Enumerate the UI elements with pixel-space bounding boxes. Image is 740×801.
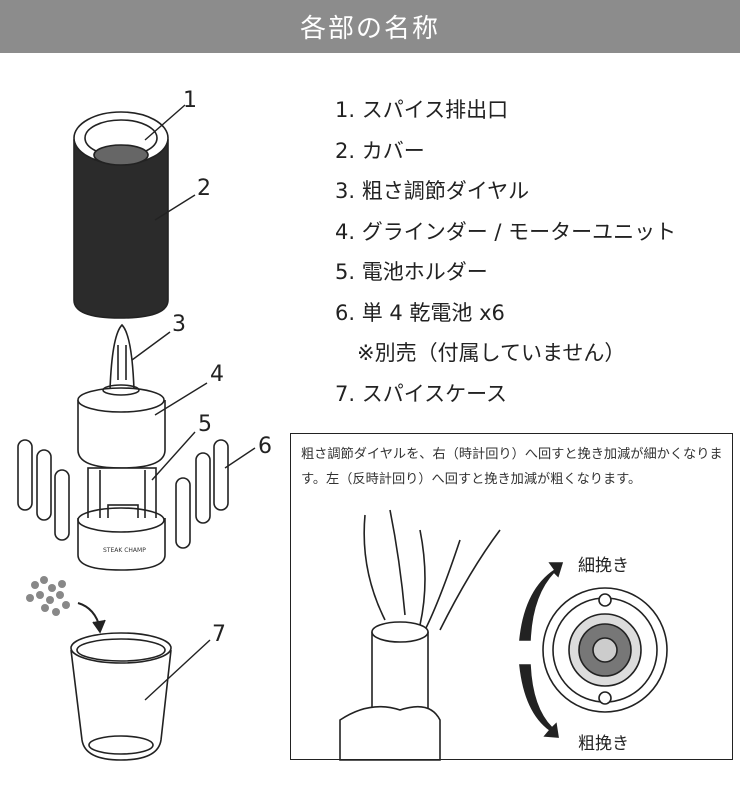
callout-4: 4: [210, 362, 224, 387]
batteries-illustration: [17, 439, 229, 549]
parts-list: 1. スパイス排出口 2. カバー 3. 粗さ調節ダイヤル 4. グラインダー …: [335, 94, 676, 418]
part-item: 1. スパイス排出口: [335, 98, 509, 122]
part-item: 2. カバー: [335, 138, 425, 163]
hand-turning-illustration: [339, 509, 501, 761]
callout-3: 3: [172, 312, 186, 337]
coarse-grind-label: 粗挽き: [578, 734, 629, 754]
fine-arrow-icon: [519, 562, 564, 641]
instruction-box: 粗さ調節ダイヤルを、右（時計回り）へ回すと挽き加減が細かくなります。左（反時計回…: [290, 433, 733, 760]
cover-illustration: [73, 111, 169, 319]
fine-grind-label: 細挽き: [578, 556, 629, 576]
page-title: 各部の名称: [299, 14, 440, 44]
dial-illustration: [109, 323, 135, 391]
header-bar: 各部の名称: [0, 0, 740, 53]
grinder-top-view-illustration: [542, 587, 668, 713]
spice-grains-illustration: [26, 576, 70, 616]
part-item: 6. 単 4 乾電池 x6: [335, 300, 505, 325]
part-item: 4. グラインダー / モーターユニット: [335, 219, 677, 244]
callout-1: 1: [183, 88, 197, 113]
part-item: 5. 電池ホルダー: [335, 260, 488, 284]
part-item: 3. 粗さ調節ダイヤル: [335, 179, 530, 203]
motor-unit-illustration: [77, 384, 166, 469]
coarse-arrow-icon: [519, 664, 559, 738]
svg-text:STEAK CHAMP: STEAK CHAMP: [103, 547, 146, 554]
spice-case-illustration: [70, 632, 172, 761]
battery-holder-illustration: STEAK CHAMP: [77, 467, 166, 571]
callout-7: 7: [212, 622, 226, 647]
callout-2: 2: [197, 176, 211, 201]
part-item: 7. スパイスケース: [335, 381, 508, 406]
callout-6: 6: [258, 434, 272, 459]
instruction-text: 粗さ調節ダイヤルを、右（時計回り）へ回すと挽き加減が細かくなります。左（反時計回…: [301, 447, 723, 487]
part-note: ※別売（付属していません）: [357, 341, 626, 365]
callout-5: 5: [198, 412, 212, 437]
